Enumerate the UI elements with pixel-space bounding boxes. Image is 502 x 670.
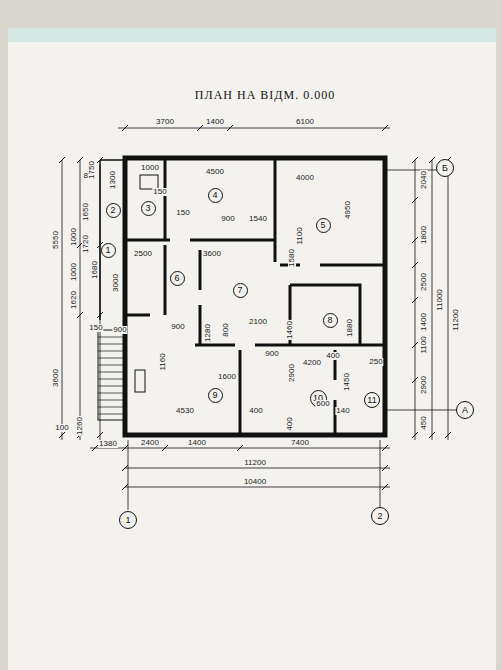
dimension-label: 1000 [70, 262, 78, 282]
dimension-label: 3000 [112, 273, 120, 293]
dimension-label: 1680 [91, 260, 99, 280]
room-number: 8 [323, 313, 338, 328]
room-number-text: 1 [105, 246, 110, 255]
dimension-label: 2500 [420, 272, 428, 292]
dimension-label: 3600 [52, 368, 60, 388]
dimension-label: 11000 [436, 288, 444, 312]
dimension-label: 900 [112, 326, 127, 334]
dimension-label: 11200 [452, 308, 460, 332]
dimension-label: 400 [248, 407, 263, 415]
room-number-text: 4 [212, 191, 217, 200]
dimension-label: 10400 [243, 478, 267, 486]
room-number-text: 1 [125, 516, 130, 525]
dimension-label: 11200 [243, 459, 267, 467]
room-number-text: 11 [367, 396, 376, 405]
room-number: 1 [101, 243, 116, 258]
dimension-label: 600 [315, 400, 330, 408]
dimension-label: 4950 [344, 200, 352, 220]
dimension-label: 1400 [187, 439, 207, 447]
dimension-label: 900 [264, 350, 279, 358]
dimension-label: 150 [88, 324, 103, 332]
dimension-label: 1260 [76, 416, 84, 436]
dimension-label: 6100 [295, 118, 315, 126]
room-number-text: 2 [377, 512, 382, 521]
dimension-label: 900 [220, 215, 235, 223]
axis-marker: 2 [371, 507, 389, 525]
dimension-label: 1400 [420, 312, 428, 332]
dimension-label: 100 [54, 424, 69, 432]
dimension-label: 1400 [205, 118, 225, 126]
dimension-label: 2900 [420, 375, 428, 395]
dimension-label: 1620 [70, 290, 78, 310]
dimension-label: 2900 [288, 363, 296, 383]
dimension-label: 3700 [155, 118, 175, 126]
room-number: 4 [208, 188, 223, 203]
dimension-label: 1750 [88, 160, 96, 180]
room-number-text: 2 [110, 206, 115, 215]
dimension-label: 1160 [159, 352, 167, 371]
room-number: 2 [106, 203, 121, 218]
dimension-label: 3600 [202, 250, 222, 258]
dimension-label: 1880 [346, 318, 354, 338]
room-number-text: Б [442, 164, 448, 173]
axis-marker: А [456, 401, 474, 419]
dimension-label: 4500 [205, 168, 225, 176]
dimension-label: 1280 [204, 323, 212, 343]
dimension-label: 1100 [296, 226, 304, 245]
dimension-label: 2500 [133, 250, 153, 258]
room-number: 6 [170, 271, 185, 286]
dimension-label: 7400 [290, 439, 310, 447]
axis-marker: Б [436, 159, 454, 177]
room-number: 9 [208, 388, 223, 403]
room-number-text: 3 [145, 204, 150, 213]
dimension-label: 900 [170, 323, 185, 331]
dimension-label: 1460 [286, 320, 294, 340]
room-number-text: 6 [174, 274, 179, 283]
dimension-label: 140 [335, 407, 350, 415]
room-number: 5 [316, 218, 331, 233]
room-number-text: 7 [237, 286, 242, 295]
plan-title: ПЛАН НА ВІДМ. 0.000 [195, 88, 335, 103]
dimension-label: 1300 [109, 170, 117, 190]
room-number: 11 [364, 392, 380, 408]
dimension-label: 1720 [82, 234, 90, 254]
dimension-label: 1100 [420, 335, 428, 354]
dimension-label: 4200 [302, 359, 322, 367]
axis-marker: 1 [119, 511, 137, 529]
dimension-label: 800 [222, 322, 230, 337]
dimension-label: 450 [420, 415, 428, 430]
dimension-label: 1540 [248, 215, 268, 223]
dimension-label: 1600 [217, 373, 237, 381]
dimension-label: 150 [175, 209, 190, 217]
dimension-label: 1000 [140, 164, 160, 172]
dimension-label: 4000 [295, 174, 315, 182]
room-number-text: 5 [320, 221, 325, 230]
room-number: 7 [233, 283, 248, 298]
dimension-label: 1000 [70, 227, 78, 247]
dimension-label: 5550 [52, 230, 60, 250]
room-number-text: А [462, 406, 468, 415]
dimension-label: 400 [286, 416, 294, 431]
dimension-label: 2040 [420, 170, 428, 190]
room-number-text: 8 [327, 316, 332, 325]
dimension-label: 250 [368, 358, 383, 366]
dimension-label: 400 [325, 352, 340, 360]
dimension-label: 1650 [82, 202, 90, 222]
dimension-label: 2400 [140, 439, 160, 447]
room-number-text: 9 [212, 391, 217, 400]
room-number: 3 [141, 201, 156, 216]
dimension-label: 1800 [420, 225, 428, 245]
dimension-label: 4530 [175, 407, 195, 415]
dimension-label: 150 [152, 188, 167, 196]
dimension-label: 2100 [248, 318, 268, 326]
dimension-label: 1450 [343, 372, 351, 392]
dimension-label: 1380 [98, 440, 118, 448]
dimension-label: 1580 [288, 248, 296, 268]
